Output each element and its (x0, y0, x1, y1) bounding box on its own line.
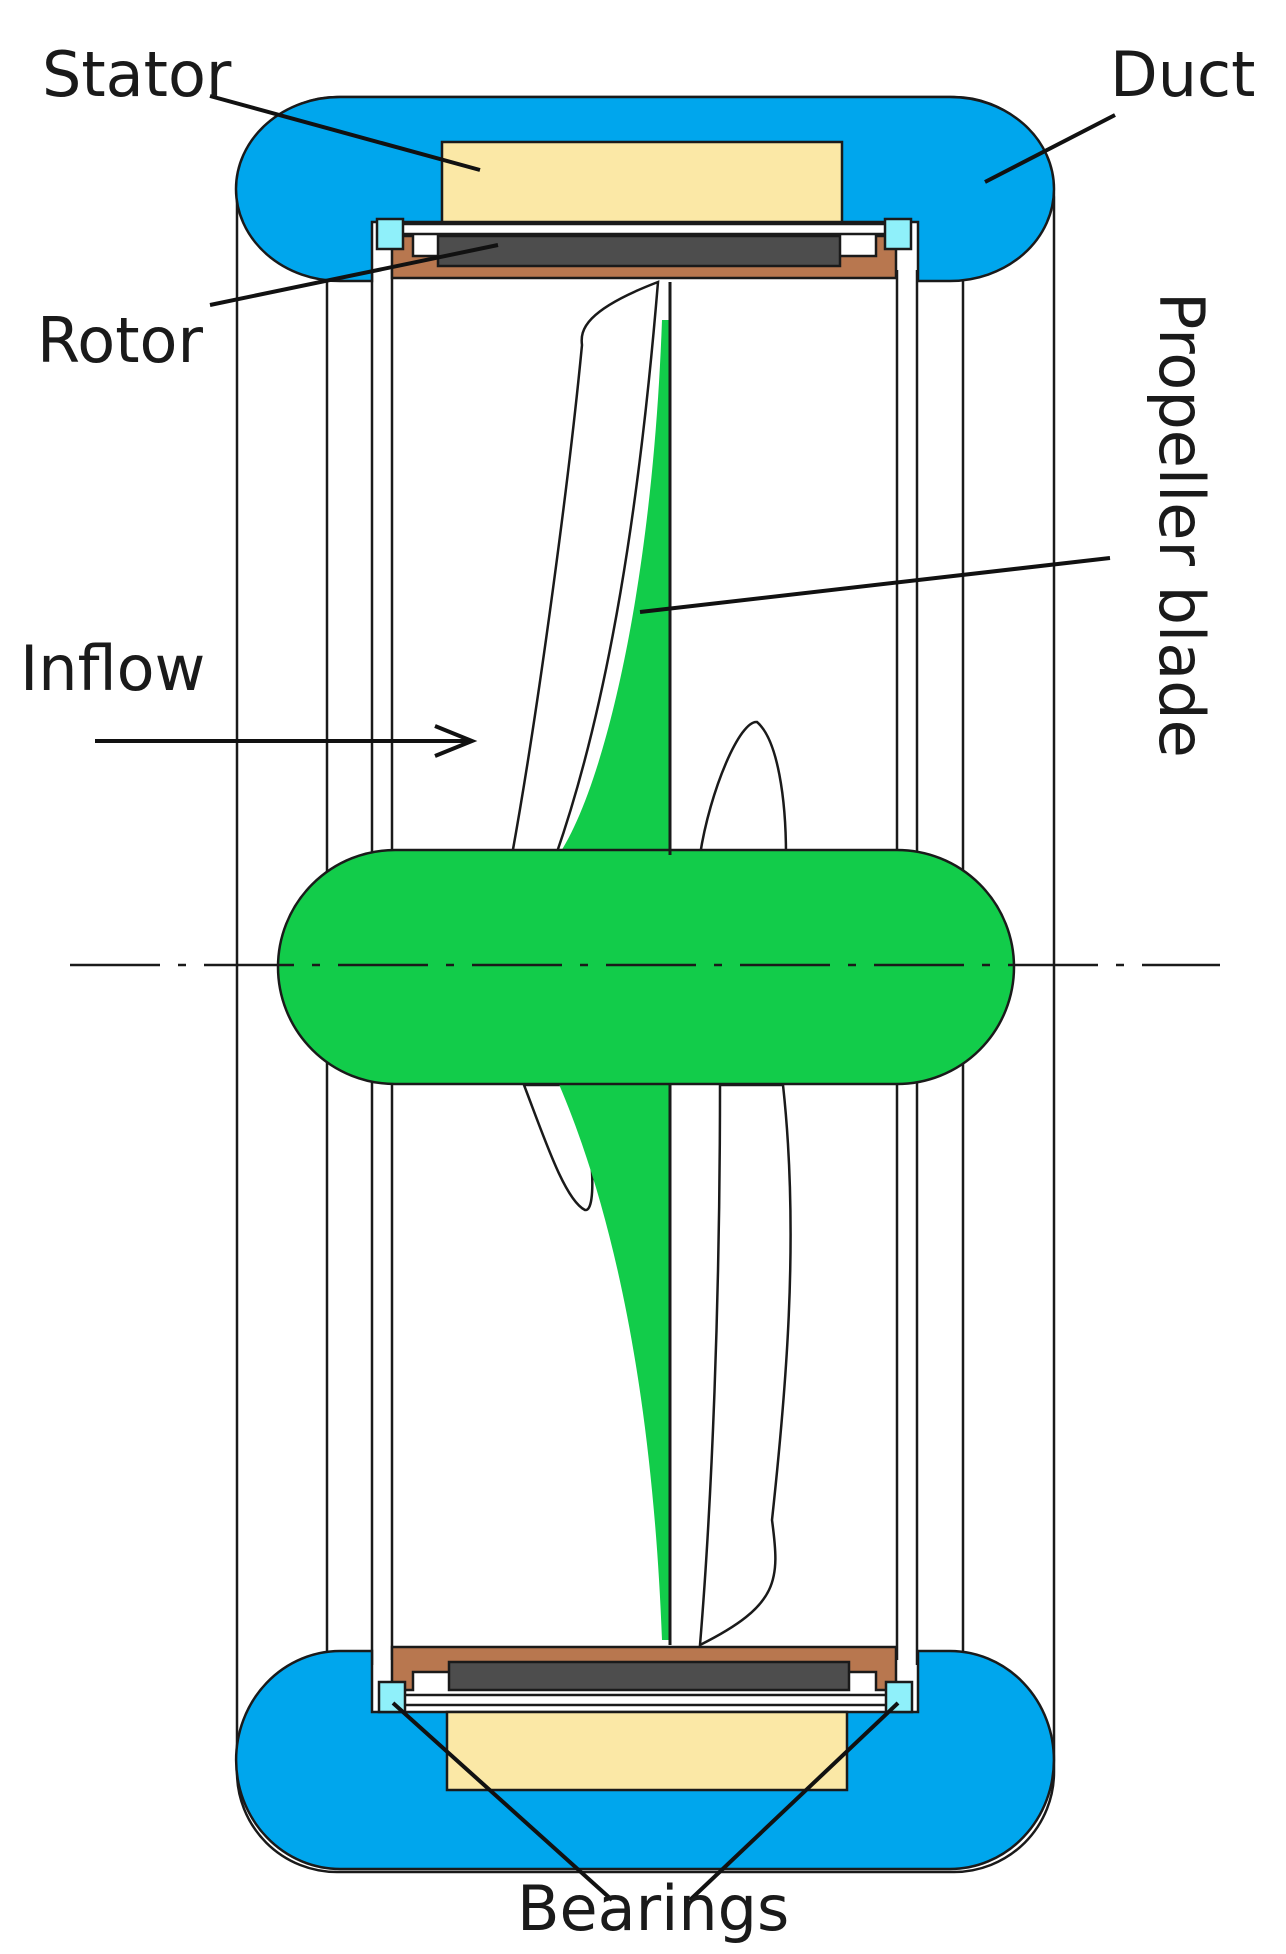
label-rotor: Rotor (37, 304, 203, 377)
rotor-gap-top (396, 222, 894, 236)
label-bearings: Bearings (517, 1872, 789, 1945)
rotor-core-top (436, 234, 842, 268)
stator-bottom (445, 1710, 849, 1792)
bearing-top-right (883, 217, 913, 251)
label-inflow: Inflow (20, 632, 205, 705)
bearings-leader-left (391, 1701, 614, 1902)
propeller-blade-lower (555, 1075, 670, 1640)
propeller (276, 320, 1016, 1640)
propeller-blade-upper (555, 320, 670, 860)
rotor-gap-bottom (396, 1693, 894, 1707)
duct-leader (984, 113, 1116, 184)
label-propeller-blade: Propeller blade (1145, 292, 1218, 758)
propeller-blade-leader (639, 556, 1111, 614)
stator-top (440, 140, 844, 224)
bearings-leader-right (688, 1701, 900, 1902)
blade-outline-upper (510, 280, 660, 857)
bearing-top-left (375, 217, 405, 251)
blade-outline-small-upper (698, 720, 788, 857)
bearing-bottom-right (884, 1680, 914, 1714)
rotor-leader (209, 243, 499, 307)
label-duct: Duct (1110, 38, 1255, 111)
stator-leader (209, 94, 481, 172)
duct-channel-lines (325, 270, 965, 1665)
propeller-hub (276, 848, 1016, 1086)
rotor-core-bottom (447, 1660, 851, 1692)
bearing-bottom-left (377, 1680, 407, 1714)
label-stator: Stator (42, 38, 232, 111)
blade-outline-lower (698, 1083, 792, 1648)
inflow-arrow-head (434, 724, 478, 758)
